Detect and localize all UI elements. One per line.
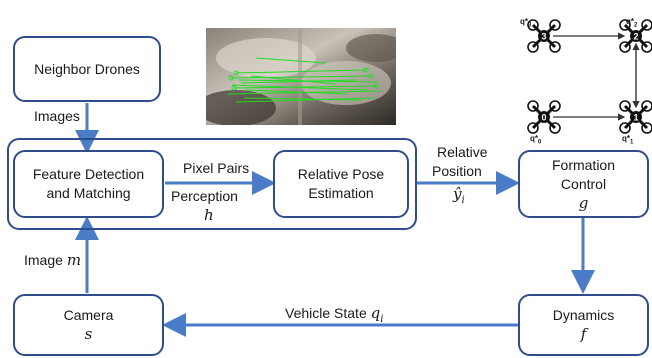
drone-label: q*3 xyxy=(520,17,532,29)
camera-node: Camera s xyxy=(13,294,164,356)
drone-icon: 0 xyxy=(527,100,561,134)
formation-graph xyxy=(553,32,640,121)
images-label: Images xyxy=(34,108,80,124)
svg-text:1: 1 xyxy=(633,113,638,123)
drone-icon: 1 xyxy=(619,100,652,134)
pixel-pairs-label: Pixel Pairs xyxy=(183,160,250,176)
perception-symbol: h xyxy=(204,206,214,224)
relative-position-label-1: Relative xyxy=(437,144,488,160)
formation-label-2: Control xyxy=(560,175,607,192)
drone-label: q*0 xyxy=(530,134,542,146)
relative-pose-label-1: Relative Pose xyxy=(297,166,385,182)
formation-symbol: g xyxy=(578,193,589,212)
perception-label: Perception xyxy=(171,188,238,204)
feature-detection-label-1: Feature Detection xyxy=(32,166,145,182)
camera-symbol: s xyxy=(84,325,93,343)
svg-text:2: 2 xyxy=(633,32,638,42)
drone-label: q*1 xyxy=(622,134,634,146)
feature-match-image xyxy=(206,28,396,125)
formation-label-1: Formation xyxy=(551,156,616,173)
relative-position-label-2: Position xyxy=(432,163,482,179)
drone-label: q*2 xyxy=(626,17,638,29)
vehicle-state-label: Vehicle State qi xyxy=(285,304,384,325)
image-label: Image m xyxy=(24,251,82,269)
perception-group xyxy=(7,138,417,230)
dynamics-symbol: f xyxy=(580,325,587,343)
formation-control-node: Formation Control g xyxy=(518,150,649,218)
relative-pose-node: Relative Pose Estimation xyxy=(273,150,409,218)
feature-detection-label-2: and Matching xyxy=(46,185,131,201)
dynamics-label: Dynamics xyxy=(552,307,615,323)
relative-pose-label-2: Estimation xyxy=(308,185,374,201)
feature-detection-node: Feature Detection and Matching xyxy=(13,150,164,218)
dynamics-node: Dynamics f xyxy=(518,294,649,356)
drone-icon: 3 xyxy=(527,19,561,53)
relative-position-symbol: ŷi xyxy=(453,185,465,207)
drone-icon: 2 xyxy=(619,19,652,53)
svg-text:3: 3 xyxy=(541,32,546,42)
neighbor-drones-node: Neighbor Drones xyxy=(13,36,161,102)
neighbor-drones-label: Neighbor Drones xyxy=(34,60,140,77)
svg-text:0: 0 xyxy=(541,113,546,123)
camera-label: Camera xyxy=(63,307,114,323)
